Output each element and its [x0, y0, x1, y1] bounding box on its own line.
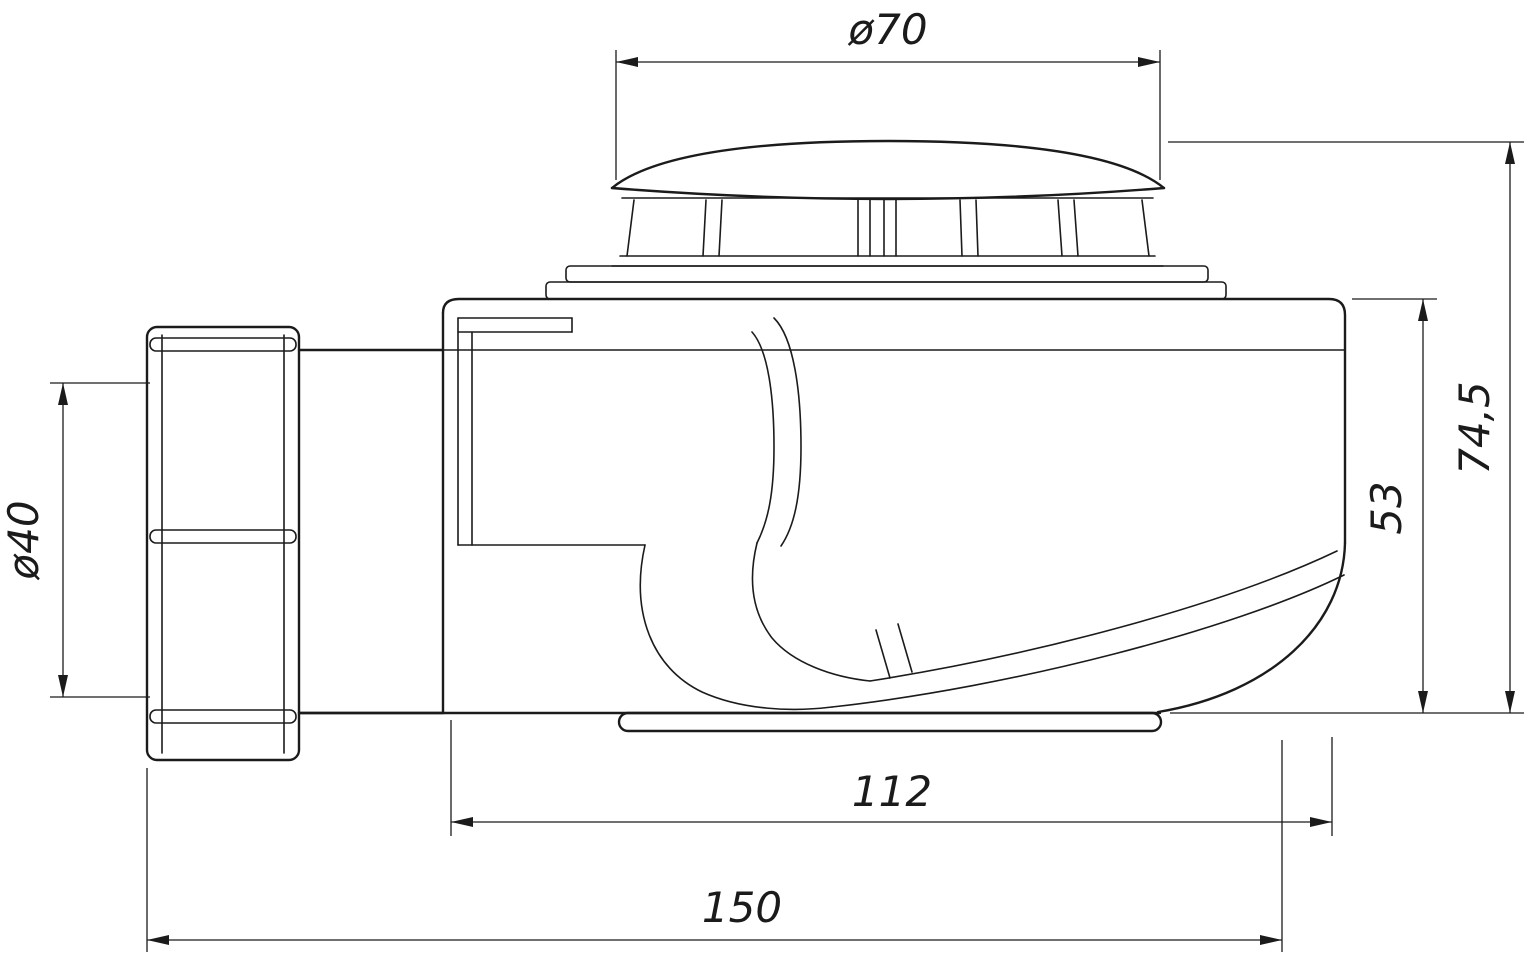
- dimension-inlet-diameter: ø40: [0, 382, 150, 698]
- dimension-annotations: ø70 74,5 53 ø40: [0, 5, 1524, 952]
- nut-thread-band-top: [149, 337, 297, 352]
- dimension-total-height: 74,5: [1168, 141, 1524, 714]
- arrowhead-left: [451, 817, 473, 827]
- dim-label-total-length: 150: [702, 883, 782, 932]
- dim-label-body-length: 112: [852, 767, 932, 816]
- stand-post: [975, 199, 979, 257]
- elbow-inner-curve: [751, 542, 871, 682]
- elbow-joint-tick: [875, 629, 891, 679]
- dimension-body-height: 53: [1352, 298, 1437, 713]
- arrowhead-left: [147, 935, 169, 945]
- arrowhead-bottom: [58, 675, 68, 697]
- nut-thread-band-bottom: [149, 709, 297, 724]
- bowl-base-plate: [617, 711, 1163, 733]
- stand-post: [702, 199, 707, 257]
- stand-post: [1073, 199, 1079, 257]
- elbow-outer-curve: [639, 544, 833, 711]
- stand-post: [626, 199, 635, 257]
- dimension-total-length: 150: [146, 740, 1283, 952]
- stand-post: [1057, 199, 1063, 257]
- dim-label-inlet-diameter: ø40: [0, 500, 48, 580]
- arrowhead-left: [616, 57, 638, 67]
- dimension-cap-diameter: ø70: [615, 5, 1161, 180]
- arrowhead-top: [58, 383, 68, 405]
- cap-dome-top-outline: [610, 139, 1166, 190]
- outlet-elbow: [639, 542, 1345, 711]
- stand-post: [718, 199, 723, 257]
- body-bowl-right-curve: [1156, 541, 1347, 714]
- nut-thread-band-middle: [149, 529, 297, 544]
- interior-cup: [457, 317, 802, 547]
- arrowhead-top: [1505, 142, 1515, 164]
- cap-dome-bottom-edge: [610, 186, 1166, 201]
- arrowhead-right: [1260, 935, 1282, 945]
- outlet-sweep-lower: [831, 574, 1345, 708]
- arrowhead-bottom: [1505, 691, 1515, 713]
- body-top-and-right-outline: [441, 297, 1347, 545]
- stand-post: [959, 199, 963, 257]
- arrowhead-top: [1418, 299, 1428, 321]
- dim-label-total-height: 74,5: [1450, 381, 1499, 475]
- inlet-pipe: [297, 348, 445, 715]
- stand-post: [1141, 199, 1150, 257]
- elbow-joint-tick: [897, 623, 913, 673]
- arrowhead-right: [1138, 57, 1160, 67]
- cup-right-inner-wall: [751, 331, 775, 544]
- dim-label-body-height: 53: [1362, 481, 1411, 534]
- cup-right-outer-wall: [773, 317, 802, 547]
- arrowhead-bottom: [1418, 691, 1428, 713]
- arrowhead-right: [1310, 817, 1332, 827]
- outlet-sweep-upper: [869, 550, 1338, 682]
- dimension-body-length: 112: [450, 720, 1333, 836]
- cap-dome: [610, 139, 1166, 201]
- drain-assembly: [145, 139, 1347, 762]
- dim-label-cap-diameter: ø70: [847, 5, 927, 54]
- coupling-nut: [145, 325, 301, 762]
- nut-outline: [145, 325, 301, 762]
